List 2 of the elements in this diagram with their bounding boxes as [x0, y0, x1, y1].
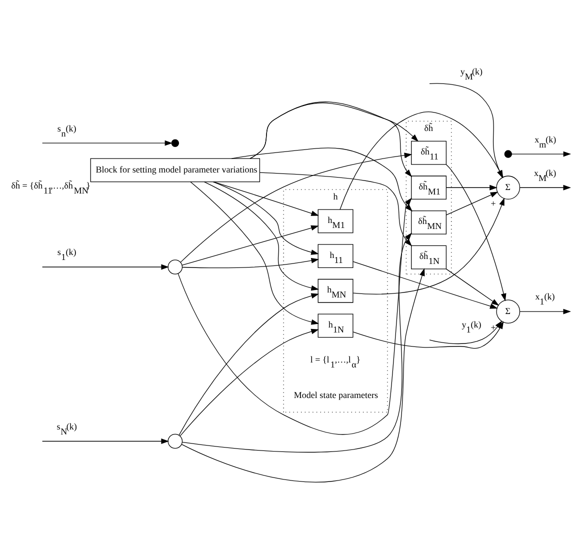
node-label: +	[490, 322, 496, 332]
node-label: +	[490, 198, 496, 208]
